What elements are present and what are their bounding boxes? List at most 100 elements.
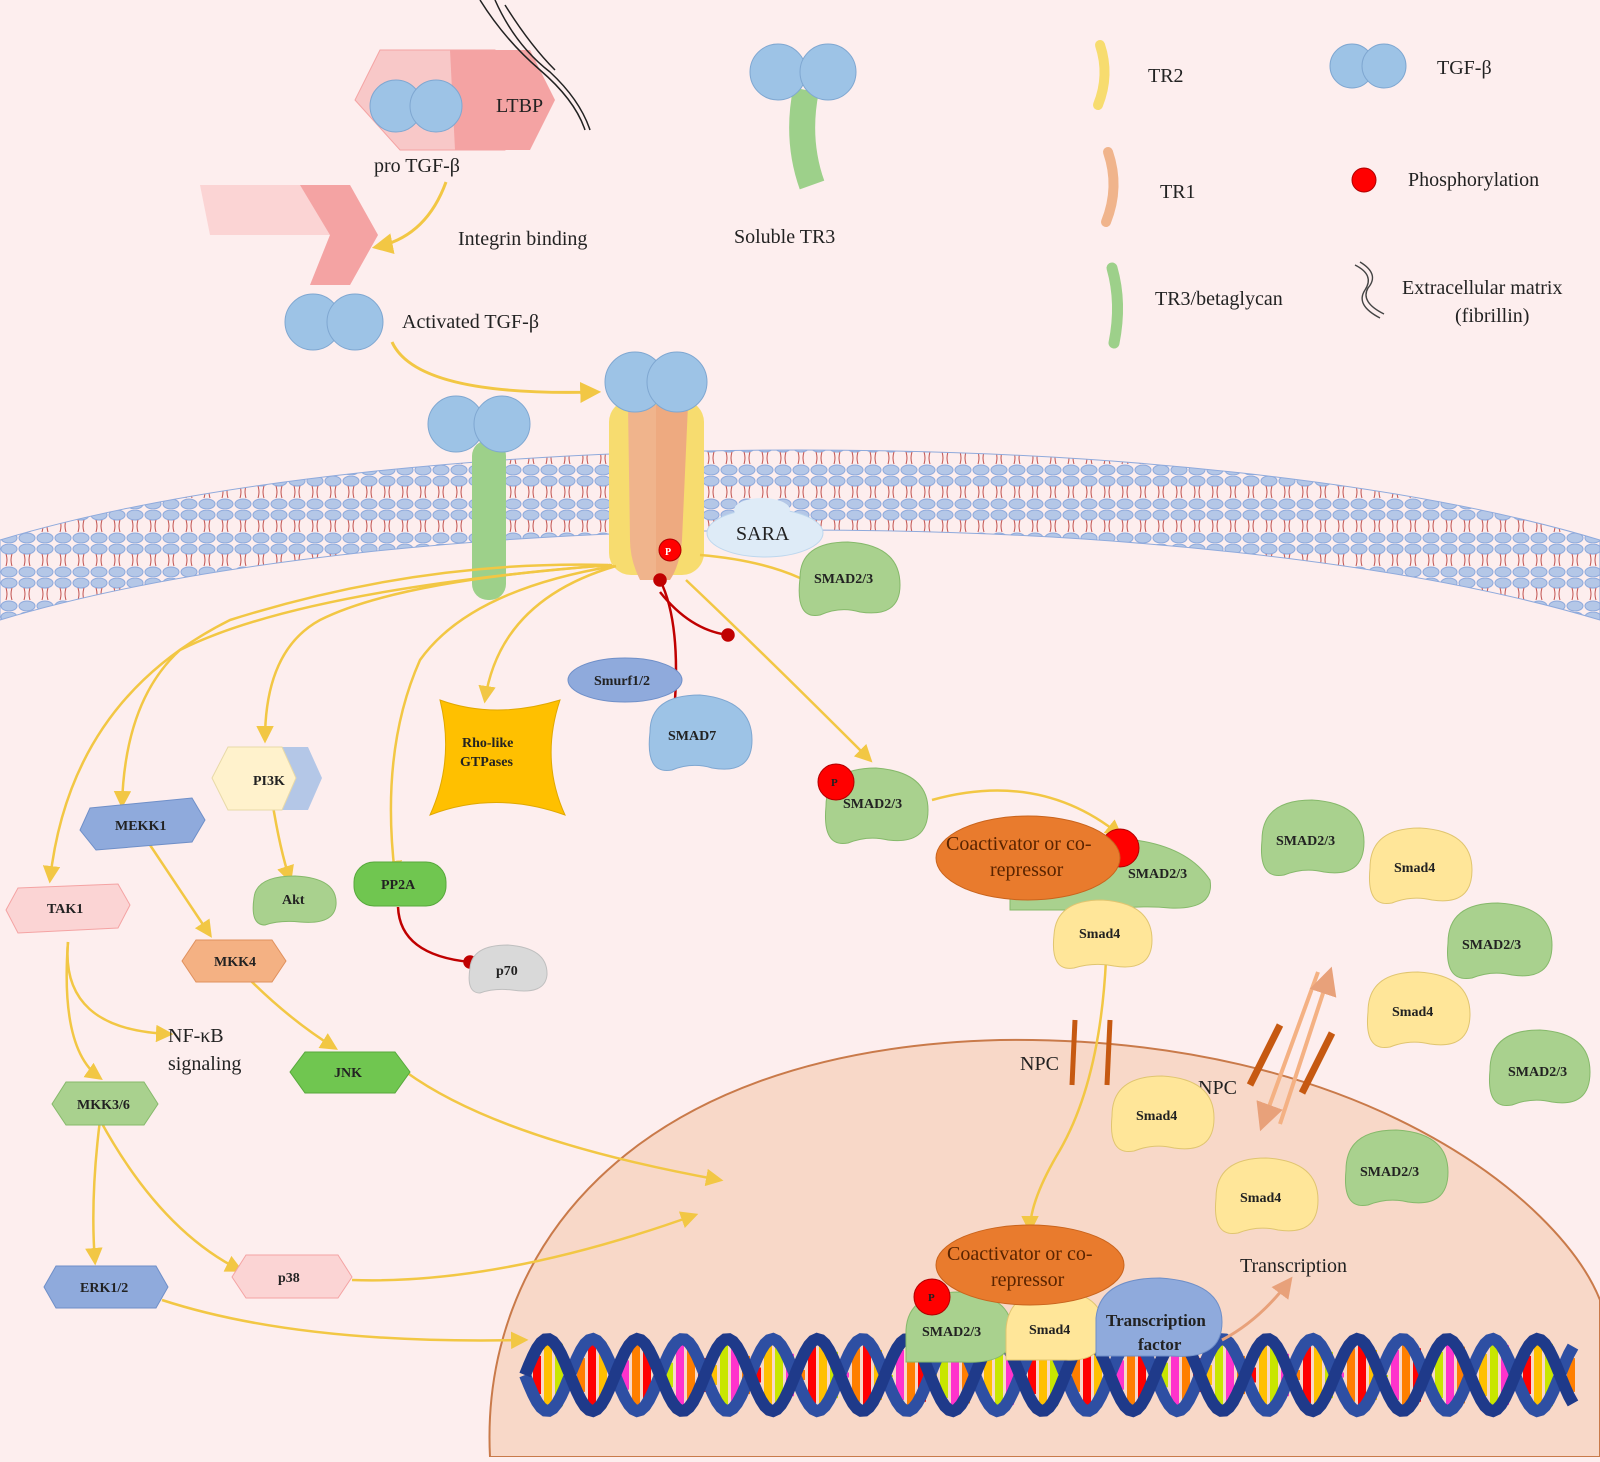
membrane-tr3-betaglycan — [427, 395, 531, 600]
dna-base-pair — [764, 1345, 772, 1405]
dna-base-pair — [687, 1340, 695, 1410]
scattered-blob-7 — [1214, 1157, 1319, 1235]
dna-base-pair — [1127, 1341, 1135, 1409]
scattered-smad-label-3: SMAD2/3 — [1462, 938, 1521, 953]
dna-base-pair — [1501, 1345, 1509, 1405]
legend-ecm-line1: Extracellular matrix — [1402, 277, 1562, 299]
dna-base-pair — [1413, 1348, 1421, 1402]
scattered-blob-8 — [1344, 1129, 1449, 1207]
smad7-label: SMAD7 — [668, 729, 716, 744]
nfkb-label-line2: signaling — [168, 1053, 241, 1075]
dna-base-pair — [1523, 1355, 1531, 1395]
smurf-label: Smurf1/2 — [594, 674, 650, 689]
dna-base-pair — [1391, 1349, 1399, 1401]
dna-base-pair — [918, 1348, 926, 1402]
nuclear-pore-right — [1246, 966, 1337, 1132]
p70-node — [468, 944, 548, 994]
receptor-phospho-letter: P — [665, 547, 671, 558]
dna-base-pair — [1116, 1360, 1124, 1390]
dna-base-pair — [632, 1341, 640, 1409]
dna-base-pair — [1534, 1340, 1542, 1410]
smurf-node — [567, 657, 683, 703]
fibrillin-legend-icon — [1354, 261, 1385, 319]
dna-base-pair — [1314, 1339, 1322, 1411]
scattered-smad-label-1: SMAD2/3 — [1276, 834, 1335, 849]
dna-base-pair — [1028, 1355, 1036, 1395]
dna-base-pair — [1457, 1346, 1465, 1404]
dna-base-pair — [1402, 1339, 1410, 1411]
npc-left-label: NPC — [1020, 1053, 1059, 1075]
tgfb-legend-icon — [1329, 43, 1407, 89]
phospho-smad23-node — [817, 763, 929, 845]
scattered-smad-label-4: Smad4 — [1392, 1005, 1433, 1020]
rho-gtpases-node — [429, 699, 566, 816]
dna-base-pair — [1204, 1365, 1212, 1385]
p70-label: p70 — [496, 964, 518, 979]
npc-right-label: NPC — [1198, 1077, 1237, 1099]
dna-base-pair — [1226, 1340, 1234, 1410]
receptor-phospho-mark — [658, 538, 682, 562]
dna-base-pair — [775, 1339, 783, 1411]
cytoplasm-coactivator-line2: repressor — [990, 859, 1064, 881]
transcription-factor-line1: Transcription — [1106, 1311, 1206, 1330]
nuclear-smad4-label: Smad4 — [1029, 1323, 1070, 1338]
scattered-blob-2 — [1368, 827, 1473, 905]
erk-node — [43, 1265, 169, 1309]
dna-base-pair — [1248, 1367, 1256, 1383]
scattered-smad-label-6: Smad4 — [1136, 1109, 1177, 1124]
integrin-binding-label: Integrin binding — [458, 228, 587, 250]
pi3k-label: PI3K — [253, 774, 285, 789]
dna-base-pair — [1072, 1358, 1080, 1392]
dna-base-pair — [753, 1367, 761, 1383]
scattered-smad-label-5: SMAD2/3 — [1508, 1065, 1567, 1080]
nuclear-pore-left — [1069, 1019, 1113, 1086]
dna-base-pair — [599, 1342, 607, 1408]
dna-base-pair — [665, 1362, 673, 1388]
dna-base-pair — [588, 1340, 596, 1410]
dna-base-pair — [1369, 1349, 1377, 1401]
tr1-legend-icon — [1101, 147, 1119, 227]
pp2a-node — [353, 861, 447, 907]
dna-base-pair — [709, 1365, 717, 1385]
p38-node — [231, 1254, 353, 1299]
dna-base-pair — [1215, 1343, 1223, 1407]
mkk36-label: MKK3/6 — [77, 1098, 130, 1113]
dna-base-pair — [984, 1353, 992, 1397]
legend-tr1-label: TR1 — [1160, 181, 1196, 203]
dna-base-pair — [1270, 1339, 1278, 1411]
nuclear-smad23-label: SMAD2/3 — [922, 1325, 981, 1340]
mkk4-node — [181, 939, 287, 983]
akt-node — [252, 875, 337, 926]
dna-base-pair — [1567, 1358, 1575, 1392]
signaling-arrows — [42, 553, 1123, 1350]
dna-base-pair — [1171, 1342, 1179, 1408]
jnk-label: JNK — [334, 1066, 362, 1081]
scattered-smad-label-7: Smad4 — [1240, 1191, 1281, 1206]
sara — [706, 498, 824, 558]
cytoplasm-smad4-label: Smad4 — [1079, 927, 1120, 942]
sara-label: SARA — [736, 523, 790, 545]
legend-ecm-line2: (fibrillin) — [1455, 305, 1529, 327]
rho-label-line2: GTPases — [460, 755, 513, 770]
dna-base-pair — [995, 1339, 1003, 1411]
scattered-blob-6 — [1110, 1075, 1215, 1153]
scattered-smad-labels: SMAD2/3Smad4SMAD2/3Smad4SMAD2/3Smad4Smad… — [1136, 834, 1567, 1206]
jnk-node — [289, 1051, 411, 1094]
dna-base-pair — [1259, 1345, 1267, 1405]
dna-base-pair — [643, 1341, 651, 1409]
dna-base-pair — [1435, 1351, 1443, 1399]
pi3k-node — [211, 746, 322, 811]
p38-label: p38 — [278, 1271, 300, 1286]
dna-base-pair — [852, 1348, 860, 1402]
dna-base-pair — [1446, 1339, 1454, 1411]
activated-tgfb-label: Activated TGF-β — [402, 311, 539, 333]
activated-tgfb — [284, 293, 384, 351]
dna-base-pair — [874, 1349, 882, 1401]
scattered-blob-3 — [1447, 902, 1553, 980]
legend-tgfb-label: TGF-β — [1437, 57, 1492, 79]
pro-tgfb-label: pro TGF-β — [374, 155, 460, 177]
smad7-node — [648, 694, 753, 771]
dna-base-pair — [1545, 1343, 1553, 1407]
smad23-membrane-node — [798, 541, 901, 617]
